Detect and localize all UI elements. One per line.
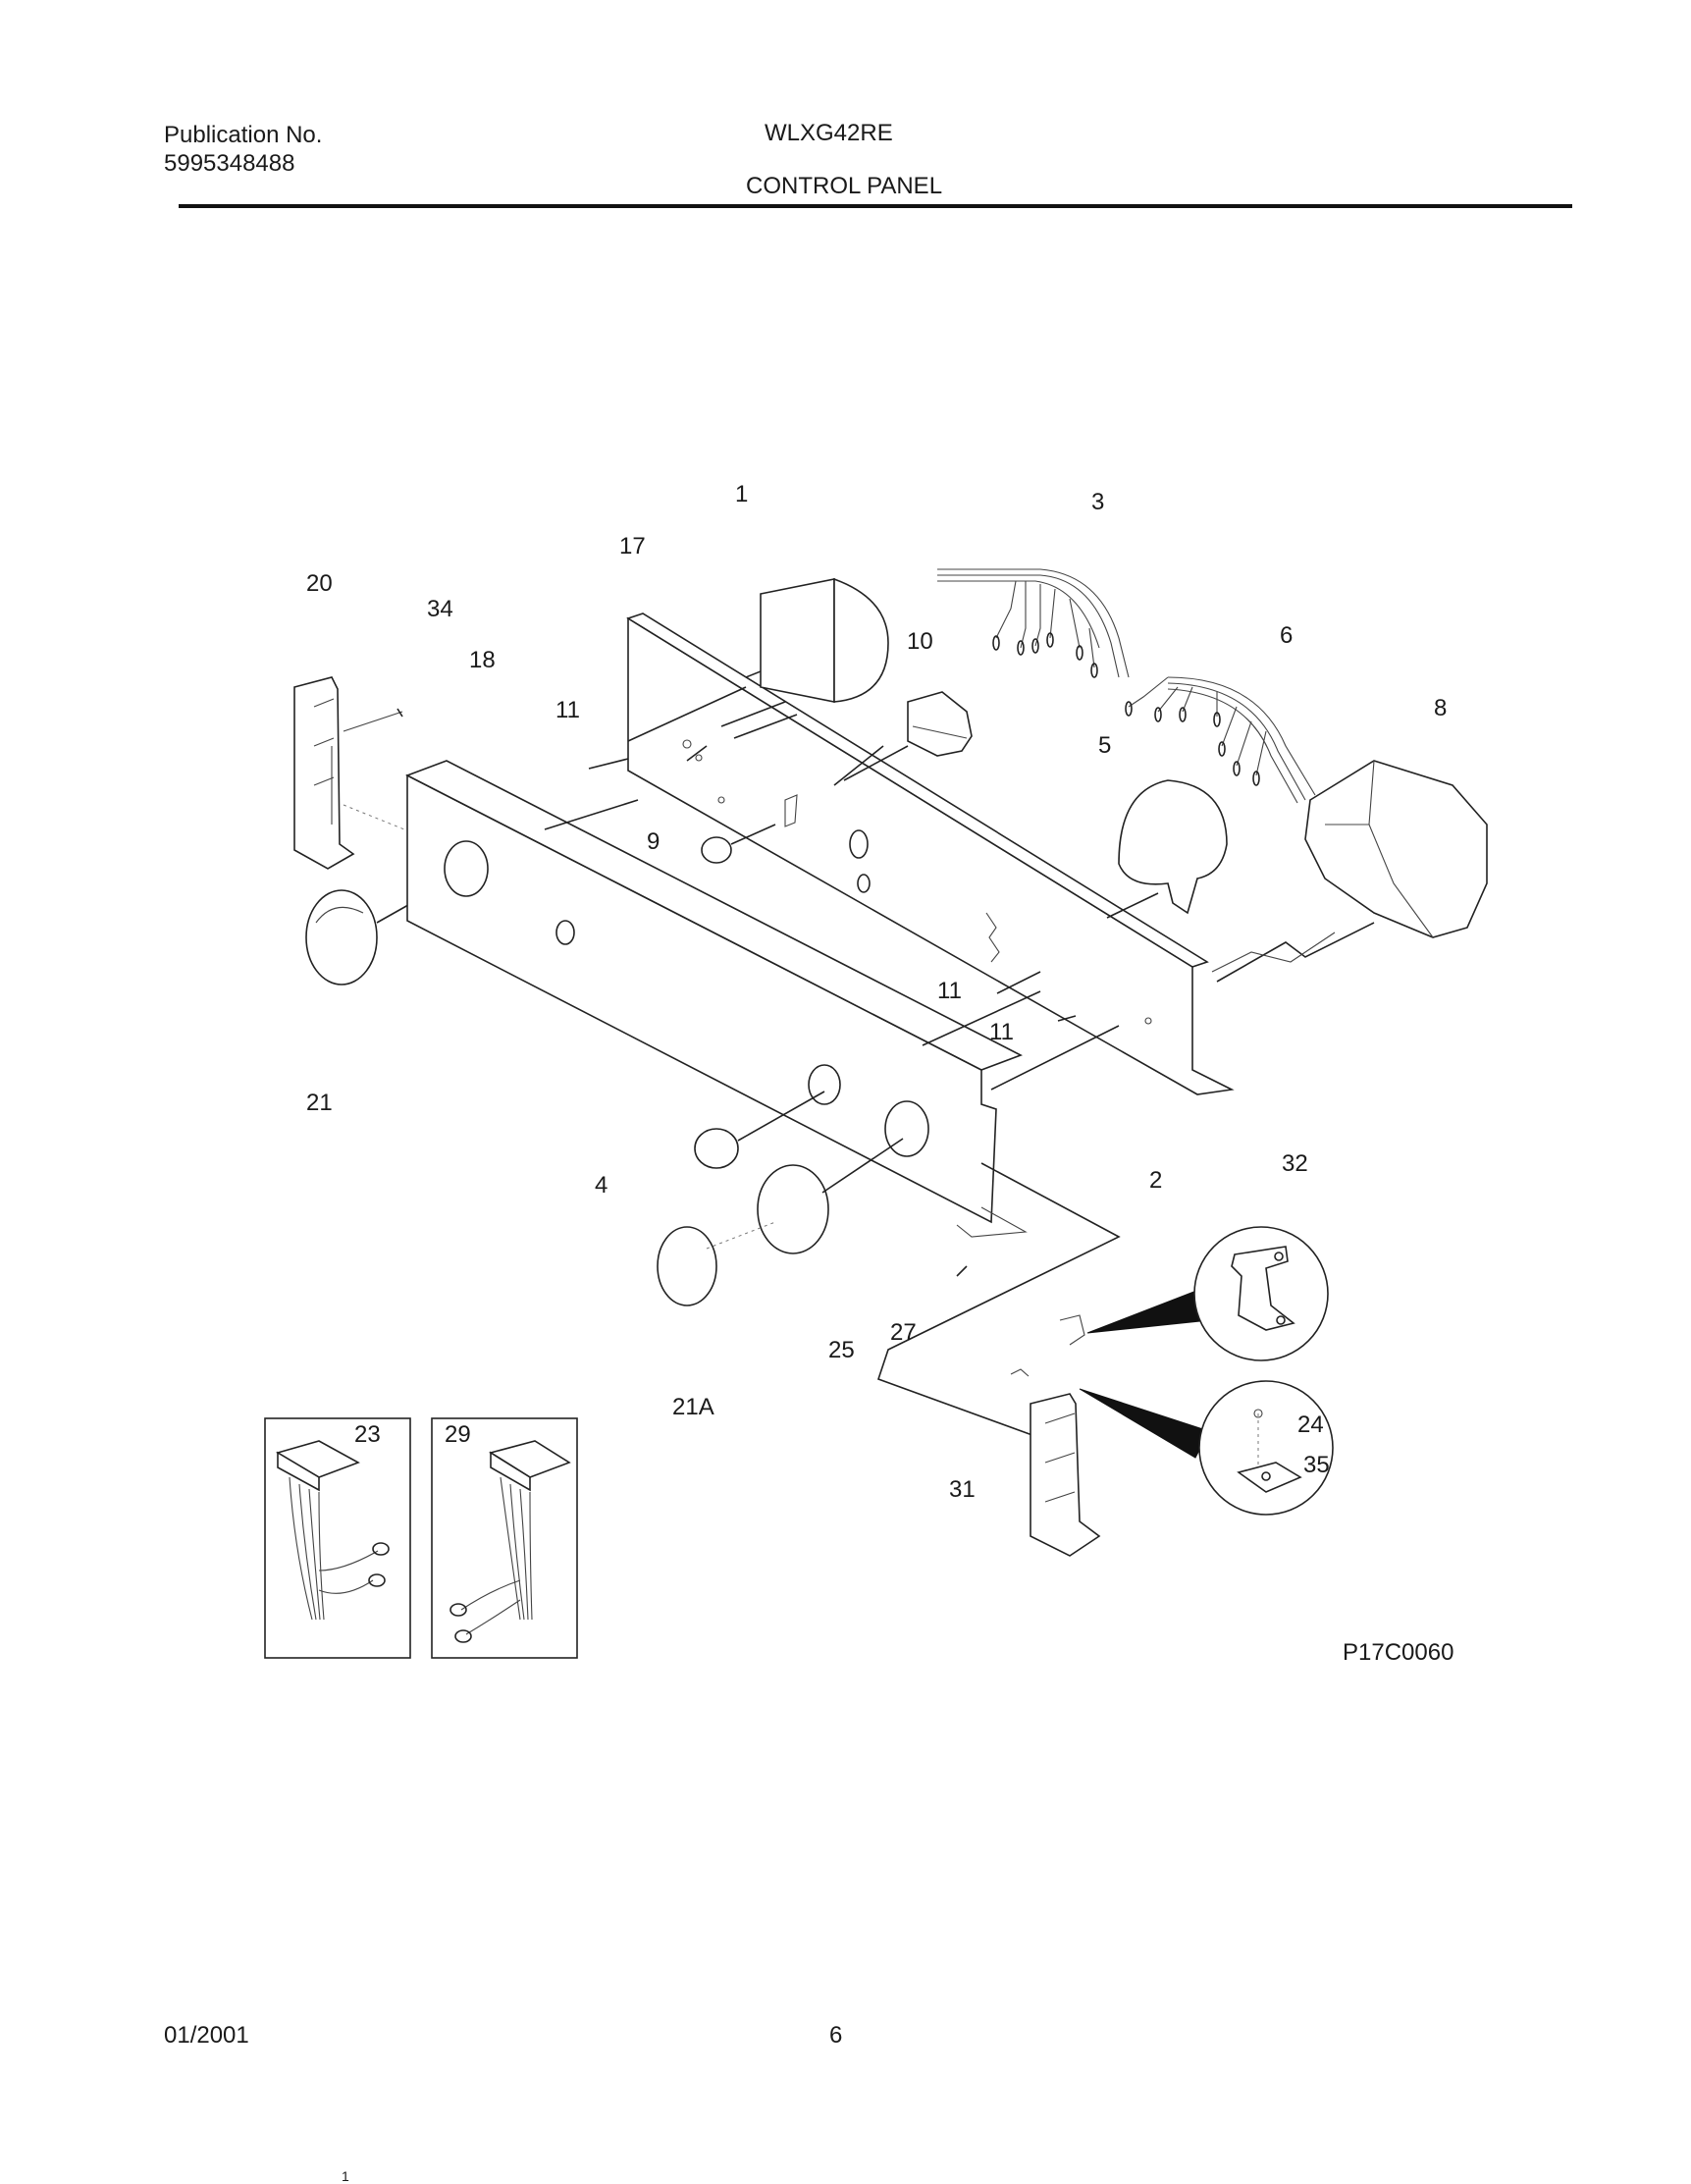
bottom-trim bbox=[876, 1162, 1121, 1439]
knob-small bbox=[694, 1091, 825, 1169]
header-rule bbox=[179, 204, 1572, 208]
callout-label: 3 bbox=[1091, 489, 1105, 515]
callout-label: 32 bbox=[1282, 1150, 1308, 1177]
selector-switch bbox=[843, 691, 973, 781]
callout-label: 11 bbox=[937, 978, 962, 1004]
motor-assembly bbox=[1304, 760, 1488, 938]
inset-harness-23 bbox=[264, 1417, 411, 1659]
callout-label: 1 bbox=[735, 481, 749, 507]
callout-label: 31 bbox=[949, 1476, 976, 1503]
callout-label: 6 bbox=[1280, 622, 1294, 649]
callout-label: 21 bbox=[306, 1090, 333, 1116]
callout-label: 8 bbox=[1434, 695, 1448, 721]
buzzer bbox=[1118, 779, 1228, 915]
footer-date: 01/2001 bbox=[164, 2022, 249, 2049]
callout-label: 25 bbox=[828, 1337, 855, 1363]
callout-label: 23 bbox=[354, 1421, 381, 1448]
callout-label: 11 bbox=[989, 1019, 1014, 1045]
control-panel-body bbox=[405, 760, 1023, 1224]
callout-label: 4 bbox=[595, 1172, 608, 1199]
wire-harness-upper bbox=[937, 568, 1130, 678]
right-end-bracket bbox=[1010, 1314, 1101, 1557]
publication-label: Publication No. bbox=[164, 122, 323, 148]
callout-label: 21A bbox=[672, 1394, 714, 1420]
screws bbox=[396, 708, 1077, 1022]
knob-large bbox=[757, 1138, 904, 1254]
callout-label: 24 bbox=[1297, 1412, 1324, 1438]
page-number: 6 bbox=[829, 2022, 843, 2049]
inset-harness-29 bbox=[431, 1417, 578, 1659]
rear-panel bbox=[626, 613, 1235, 1095]
detail-view-lower bbox=[1079, 1380, 1334, 1516]
callout-label: 10 bbox=[907, 628, 933, 655]
callout-label: 34 bbox=[427, 596, 453, 622]
callout-label: 17 bbox=[619, 533, 646, 559]
callout-label: 35 bbox=[1303, 1452, 1330, 1478]
timer bbox=[720, 577, 889, 739]
callout-label: 29 bbox=[445, 1421, 471, 1448]
callout-label: 9 bbox=[647, 828, 661, 855]
callout-label: 2 bbox=[1149, 1167, 1163, 1194]
left-end-bracket bbox=[293, 676, 405, 870]
publication-number: 5995348488 bbox=[164, 150, 295, 177]
callout-label: 27 bbox=[890, 1319, 917, 1346]
callout-label: 20 bbox=[306, 570, 333, 597]
callout-label: 11 bbox=[555, 697, 580, 723]
callout-label: 18 bbox=[469, 647, 496, 673]
push-button-knob bbox=[701, 794, 798, 864]
callout-label: 5 bbox=[1098, 732, 1112, 759]
figure-code: P17C0060 bbox=[1343, 1639, 1454, 1666]
knob-lower bbox=[657, 1221, 776, 1306]
model-number: WLXG42RE bbox=[765, 120, 893, 146]
detail-view-upper bbox=[1086, 1226, 1329, 1361]
section-title: CONTROL PANEL bbox=[746, 173, 943, 199]
wire-harness-lower bbox=[1125, 676, 1316, 804]
scan-mark: 1 bbox=[342, 2168, 349, 2184]
